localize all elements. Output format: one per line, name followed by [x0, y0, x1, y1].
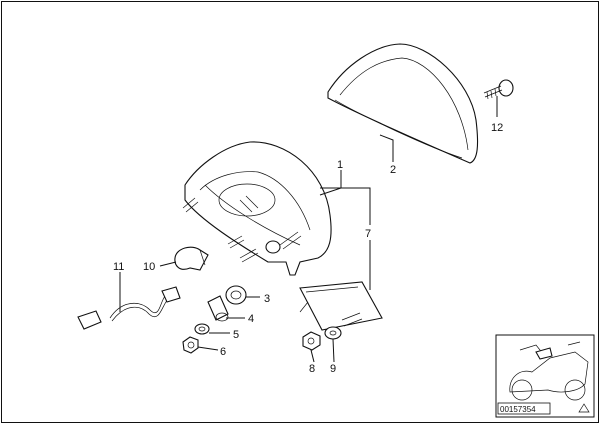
thumbnail-code: 00157354 [500, 405, 536, 414]
callout-9[interactable]: 9 [330, 363, 336, 375]
callout-5[interactable]: 5 [233, 329, 239, 341]
leader-9 [332, 338, 335, 363]
leader-2 [379, 134, 394, 162]
part-2-lens[interactable] [327, 43, 479, 164]
callout-10[interactable]: 10 [143, 261, 155, 273]
motorcycle-thumbnail[interactable]: 00157354 [495, 334, 595, 418]
part-8-nut[interactable] [302, 331, 321, 351]
part-9-washer[interactable] [324, 326, 342, 340]
callout-4[interactable]: 4 [248, 313, 254, 325]
callout-6[interactable]: 6 [220, 346, 226, 358]
part-1-housing[interactable] [182, 141, 332, 276]
callout-7[interactable]: 7 [365, 228, 371, 240]
leader-8 [310, 349, 315, 363]
bracket-1-7 [320, 187, 371, 225]
warning-triangle-icon [578, 403, 590, 413]
part-6-nut[interactable] [182, 336, 199, 354]
part-3-grommet[interactable] [225, 285, 247, 305]
part-10-bulb[interactable] [174, 246, 209, 271]
part-12-screw[interactable] [483, 79, 514, 100]
callout-1[interactable]: 1 [337, 159, 343, 171]
callout-11[interactable]: 11 [113, 261, 124, 273]
part-7-plate-light[interactable] [299, 281, 383, 331]
leader-6 [197, 346, 219, 351]
callout-12[interactable]: 12 [491, 122, 503, 134]
callout-8[interactable]: 8 [309, 363, 315, 375]
part-4-bush[interactable] [207, 295, 229, 322]
callout-3[interactable]: 3 [264, 293, 270, 305]
part-5-washer[interactable] [194, 323, 210, 335]
callout-2[interactable]: 2 [390, 164, 396, 176]
leader-10 [159, 261, 177, 267]
part-11-harness[interactable] [77, 286, 181, 330]
